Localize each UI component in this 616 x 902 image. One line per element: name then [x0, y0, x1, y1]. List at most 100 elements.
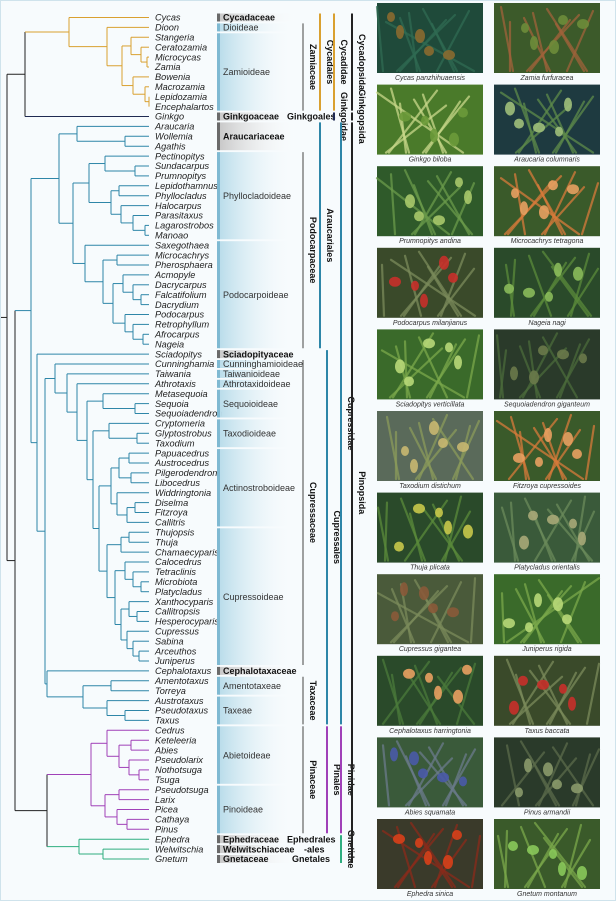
subfamily-bar — [217, 835, 220, 844]
fruit-shape — [395, 359, 405, 374]
fruit-shape — [434, 685, 442, 700]
subfamily-bar — [217, 726, 220, 784]
taxon-label: Calocedrus — [155, 557, 202, 567]
taxon-label: Saxegothaea — [155, 240, 209, 250]
fruit-shape — [548, 180, 558, 191]
fruit-shape — [503, 618, 515, 629]
foliage-stroke — [585, 662, 601, 725]
photo-caption: Cycas panzhihuaensis — [395, 75, 466, 82]
species-photo — [377, 329, 483, 400]
subfamily-label: Phyllocladoideae — [223, 191, 291, 201]
foliage-stroke — [383, 501, 389, 562]
fruit-shape — [424, 46, 434, 56]
foliage-stroke — [436, 267, 476, 317]
foliage-stroke — [395, 13, 457, 73]
foliage-stroke — [500, 751, 546, 807]
subfamily-box — [219, 726, 299, 784]
fruit-shape — [552, 779, 562, 790]
fruit-shape — [534, 593, 542, 608]
subfamily-box — [219, 122, 299, 151]
fruit-shape — [414, 211, 424, 222]
taxon-label: Hesperocyparis — [155, 617, 219, 627]
taxon-label: Sciadopitys — [155, 349, 202, 359]
taxon-label: Araucaria — [154, 122, 194, 132]
taxon-label: Manoao — [155, 231, 188, 241]
foliage-stroke — [511, 660, 555, 725]
subfamily-label: Dioideae — [223, 23, 259, 33]
photo-caption: Cephalotaxus harringtonia — [389, 728, 471, 735]
foliage-stroke — [533, 821, 587, 889]
fruit-shape — [553, 597, 563, 612]
taxon-label: Cathaya — [155, 815, 189, 825]
taxon-label: Libocedrus — [155, 478, 200, 488]
subfamily-label: Actinostroboideae — [223, 483, 295, 493]
fruit-shape — [464, 190, 472, 205]
foliage-stroke — [519, 585, 573, 644]
subfamily-box — [219, 152, 299, 240]
photo-caption: Pinus armandii — [524, 809, 571, 816]
subfamily-bar — [217, 360, 220, 368]
species-photo — [494, 819, 600, 889]
rank-label: Ginkgoidae — [339, 92, 349, 141]
photo-caption: Prumnopitys andina — [399, 238, 461, 245]
fruit-shape — [555, 126, 563, 137]
subfamily-label: Abietoideae — [223, 750, 271, 760]
fruit-shape — [410, 459, 418, 473]
fruit-shape — [453, 689, 463, 704]
foliage-stroke — [532, 512, 554, 562]
family-label: Pinaceae — [308, 760, 318, 799]
fruit-shape — [448, 272, 458, 283]
fruit-shape — [452, 830, 462, 840]
photo-caption: Microcachrys tetragona — [511, 238, 584, 245]
taxon-label: Platycladus — [155, 587, 202, 597]
subfamily-label: Cupressoideae — [223, 592, 284, 602]
foliage-stroke — [533, 499, 573, 562]
rank-label: Cupressales — [332, 510, 342, 564]
species-photo — [377, 737, 483, 808]
fruit-shape — [409, 751, 419, 766]
foliage-stroke — [540, 186, 586, 236]
fruit-shape — [438, 438, 448, 448]
taxon-label: Picea — [155, 805, 178, 815]
fruit-shape — [403, 668, 415, 679]
taxon-label: Tetraclinis — [155, 567, 196, 577]
photo-caption: Araucaria columnaris — [513, 157, 580, 164]
fruit-shape — [543, 762, 553, 777]
species-photo — [494, 737, 601, 808]
fruit-shape — [439, 255, 449, 270]
fruit-shape — [571, 783, 583, 794]
foliage-stroke — [469, 577, 477, 644]
foliage-stroke — [417, 250, 463, 317]
taxon-label: Tsuga — [155, 775, 180, 785]
taxon-label: Cunninghamia — [155, 359, 214, 369]
fruit-shape — [420, 293, 428, 308]
fruit-shape — [391, 611, 399, 622]
foliage-stroke — [555, 503, 591, 562]
foliage-stroke — [545, 7, 589, 73]
taxon-label: Torreya — [155, 686, 186, 696]
foliage-stroke — [425, 338, 467, 399]
subfamily-box — [219, 528, 299, 665]
subfamily-bar — [217, 696, 220, 725]
species-photo — [375, 166, 483, 237]
foliage-stroke — [418, 836, 454, 889]
subfamily-bar — [217, 112, 220, 121]
fruit-shape — [514, 118, 524, 129]
foliage-stroke — [470, 834, 482, 889]
subfamily-box — [219, 696, 299, 725]
rank-label: Araucariales — [325, 208, 335, 262]
fruit-shape — [547, 514, 559, 525]
fruit-shape — [568, 696, 576, 711]
fruit-shape — [559, 683, 567, 694]
fruit-shape — [447, 607, 459, 618]
fruit-shape — [557, 349, 569, 360]
fruit-shape — [443, 855, 453, 869]
taxon-label: Dacrydium — [155, 300, 199, 310]
fruit-shape — [554, 262, 562, 277]
photo-caption: Ginkgo biloba — [409, 157, 452, 164]
foliage-stroke — [527, 254, 553, 317]
taxon-label: Taxodium — [155, 438, 195, 448]
taxon-label: Microcachrys — [155, 250, 210, 260]
fruit-shape — [524, 758, 532, 773]
foliage-stroke — [545, 666, 587, 725]
